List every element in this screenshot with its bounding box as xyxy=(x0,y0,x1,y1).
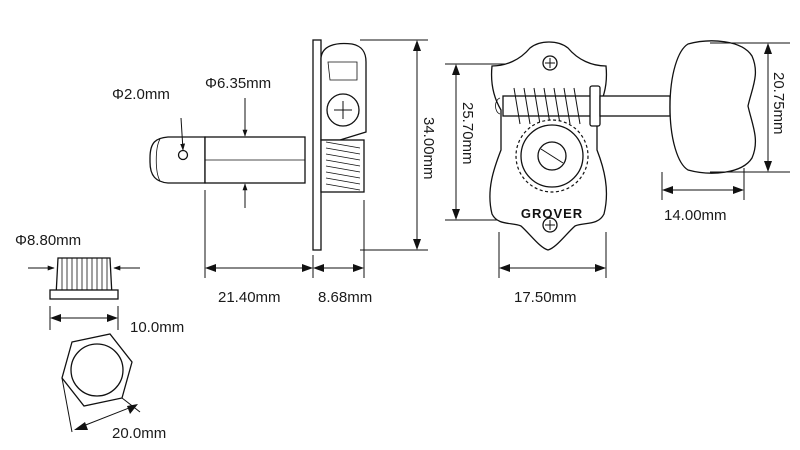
hole-spacing-label: 25.70mm xyxy=(459,102,476,165)
button-height-label: 20.75mm xyxy=(770,72,787,135)
nut-width-dimension xyxy=(61,377,141,433)
bushing-side-view xyxy=(49,257,119,300)
button-width-label: 14.00mm xyxy=(664,207,727,224)
shaft-diameter-label: Φ6.35mm xyxy=(205,75,271,92)
brand-logo-text: GROVER xyxy=(521,206,583,221)
worm-spring xyxy=(513,87,581,125)
side-view-assembly xyxy=(312,39,367,251)
bushing-height-dimension xyxy=(49,306,119,330)
tuner-housing-front xyxy=(489,41,608,251)
button-assembly xyxy=(599,40,756,174)
worm-gear-teeth xyxy=(325,141,361,191)
bushing-diameter-label: Φ8.80mm xyxy=(15,232,81,249)
string-post xyxy=(149,117,306,184)
hole-diameter-label: Φ2.0mm xyxy=(112,86,170,103)
housing-width-dimension xyxy=(498,232,607,278)
hole-diameter-leader xyxy=(180,117,186,151)
tuner-button xyxy=(669,40,756,174)
plate-thickness-label: 8.68mm xyxy=(318,289,372,306)
bushing-height-label: 10.0mm xyxy=(130,319,184,336)
housing-width-label: 17.50mm xyxy=(514,289,577,306)
overall-height-label: 34.00mm xyxy=(420,117,437,180)
shaft-length-label: 21.40mm xyxy=(218,289,281,306)
plate-thickness-dimension xyxy=(313,200,365,278)
hex-nut xyxy=(61,333,133,407)
string-hole xyxy=(177,149,189,161)
overall-height-dimension xyxy=(360,39,428,251)
shaft-length-dimension xyxy=(204,190,314,278)
button-width-dimension xyxy=(661,168,745,200)
nut-width-label: 20.0mm xyxy=(112,425,166,442)
button-height-dimension xyxy=(710,42,790,173)
